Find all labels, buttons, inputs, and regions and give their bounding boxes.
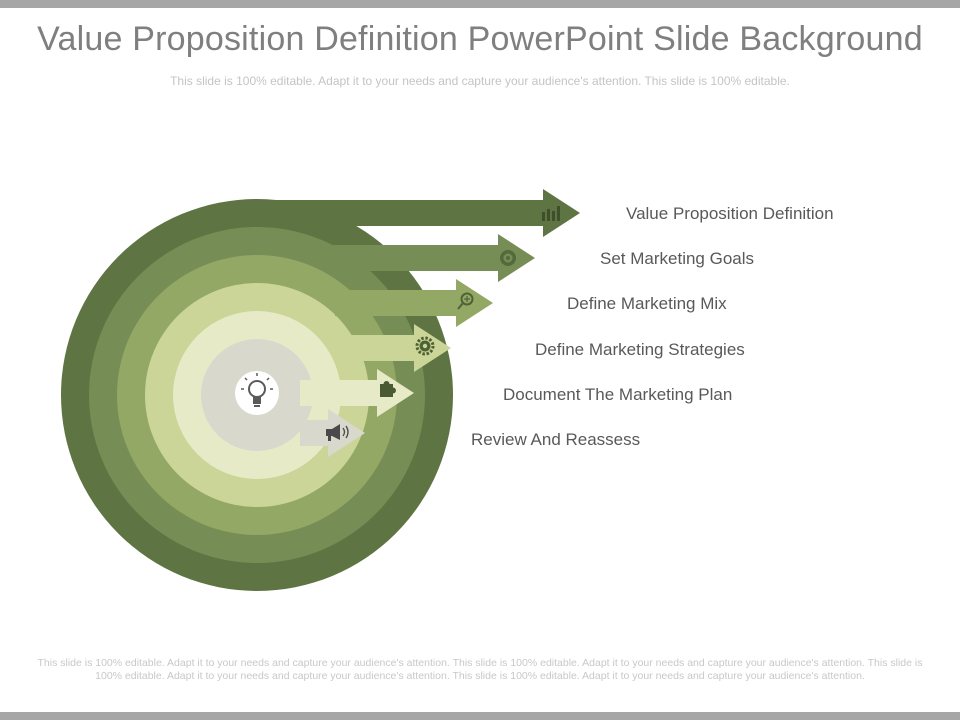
magnifier-icon	[457, 292, 474, 310]
puzzle-icon	[380, 381, 396, 397]
step-label-4: Define Marketing Strategies	[535, 340, 745, 359]
step-label-3: Define Marketing Mix	[567, 294, 727, 313]
step-label-5: Document The Marketing Plan	[503, 385, 732, 404]
megaphone-icon	[326, 424, 349, 441]
gear-icon	[415, 336, 435, 356]
target-icon	[500, 250, 516, 266]
arrow-3	[335, 279, 493, 327]
bottom-border	[0, 712, 960, 720]
step-label-1: Value Proposition Definition	[626, 204, 834, 223]
bar-chart-icon	[542, 206, 560, 221]
step-label-2: Set Marketing Goals	[600, 249, 754, 268]
arrow-1	[255, 189, 580, 237]
step-label-6: Review And Reassess	[471, 430, 640, 449]
arrow-2	[330, 234, 535, 282]
footer-text: This slide is 100% editable. Adapt it to…	[37, 657, 923, 682]
page-subtitle: This slide is 100% editable. Adapt it to…	[170, 74, 790, 88]
page-title: Value Proposition Definition PowerPoint …	[37, 20, 923, 58]
lightbulb-icon	[235, 371, 279, 415]
top-border	[0, 0, 960, 8]
arrow-5	[300, 369, 414, 417]
arrow-4	[335, 324, 451, 372]
